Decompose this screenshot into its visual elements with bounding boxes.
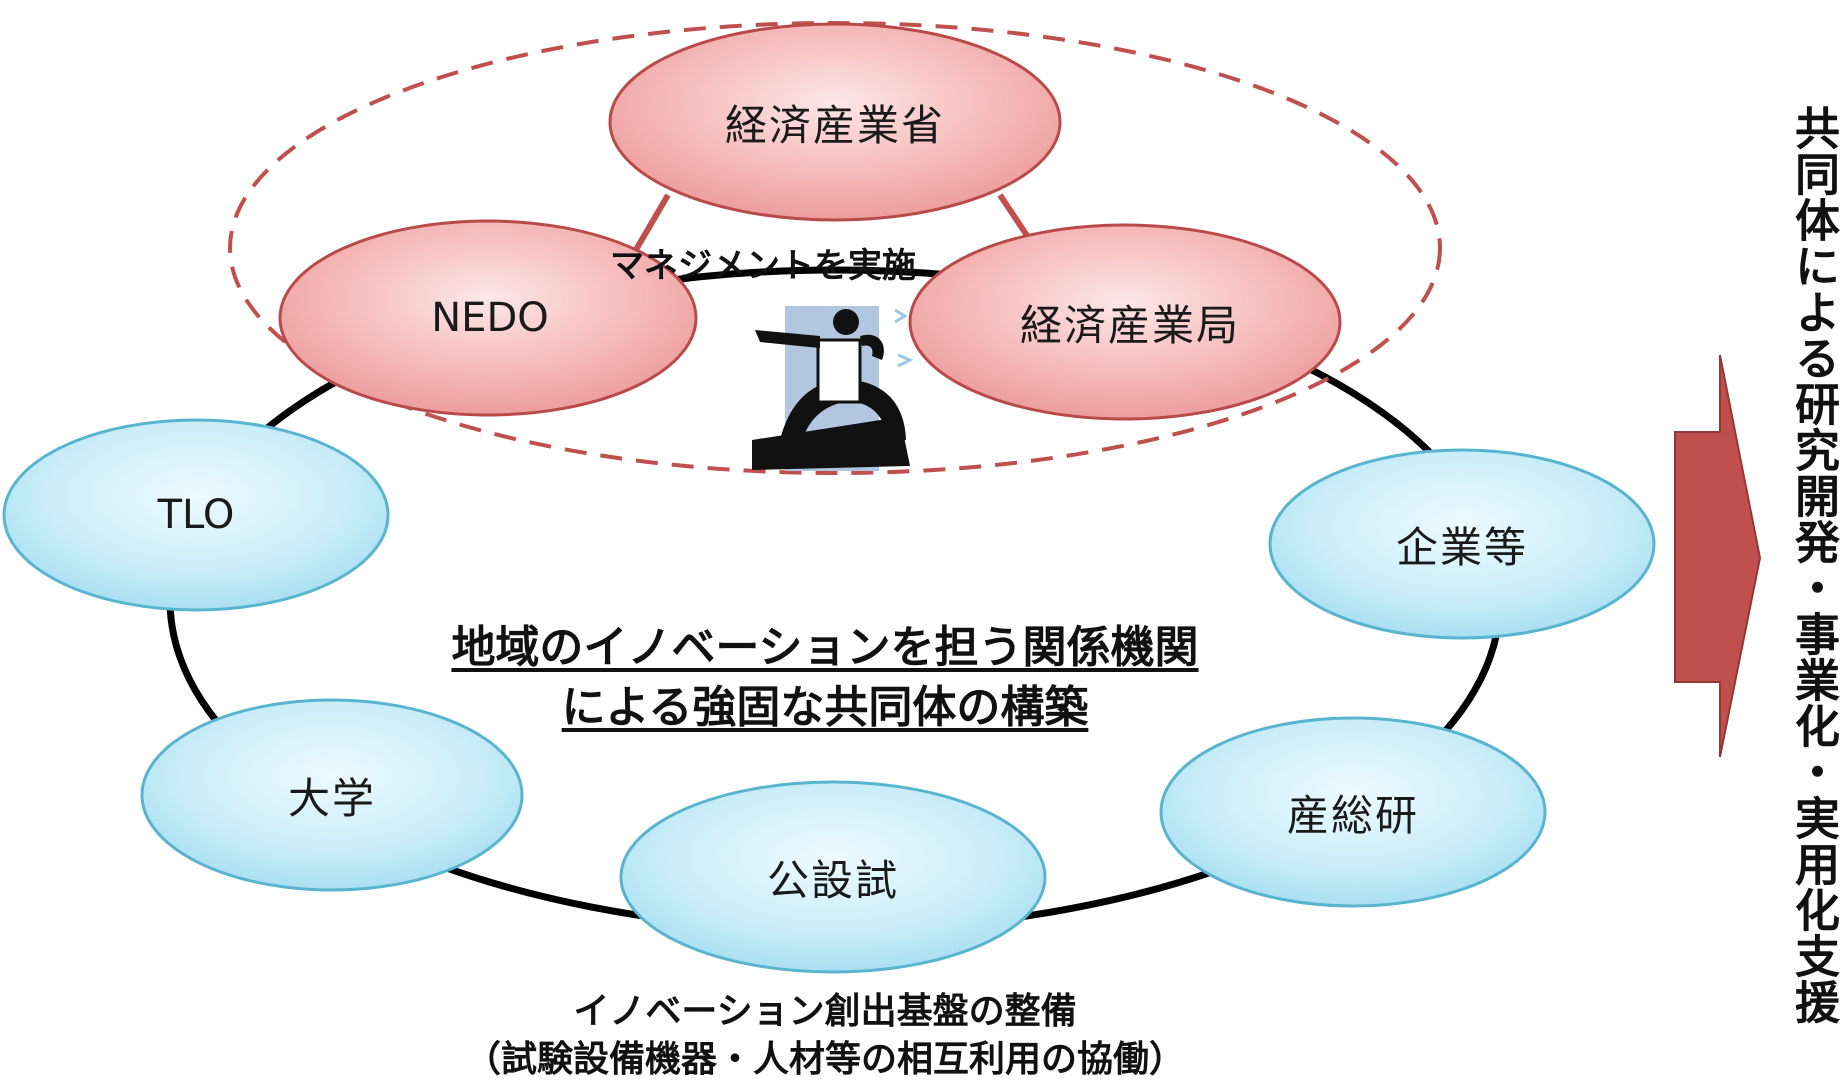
node-meti[interactable] — [608, 22, 1062, 222]
bottom-note-line1: イノベーション創出基盤の整備 — [573, 991, 1077, 1032]
center-title-line2: による強固な共同体の構築 — [561, 682, 1089, 733]
node-public-labs[interactable] — [619, 780, 1047, 974]
node-aist[interactable] — [1159, 716, 1547, 908]
center-title: 地域のイノベーションを担う関係機関 による強固な共同体の構築 — [300, 618, 1350, 738]
node-tlo-label: TLO — [157, 492, 235, 538]
node-meti-label: 経済産業省 — [724, 100, 945, 150]
connector-meti-bureau — [997, 193, 1033, 242]
node-bureau-label: 経済産業局 — [1019, 300, 1240, 350]
bottom-note-line2: （試験設備機器・人材等の相互利用の協働） — [464, 1039, 1185, 1080]
node-aist-label: 産総研 — [1286, 790, 1419, 840]
management-caption: マネジメントを実施 — [610, 246, 916, 286]
bottom-note: イノベーション創出基盤の整備 （試験設備機器・人材等の相互利用の協働） — [300, 988, 1350, 1084]
node-nedo-label: NEDO — [431, 295, 549, 341]
outcome-vertical-text: 共同体による研究開発・事業化・実用化支援 — [1787, 105, 1840, 1025]
node-companies-label: 企業等 — [1395, 522, 1528, 572]
center-title-line1: 地域のイノベーションを担う関係機関 — [451, 622, 1199, 673]
outcome-arrow — [1674, 354, 1762, 758]
presenter-clipart-icon — [752, 306, 914, 471]
node-public-labs-label: 公設試 — [766, 855, 899, 905]
node-university-label: 大学 — [287, 773, 376, 823]
node-companies[interactable] — [1268, 448, 1656, 640]
node-nedo[interactable] — [278, 219, 698, 417]
node-tlo[interactable] — [2, 418, 390, 612]
node-university[interactable] — [140, 698, 524, 892]
node-bureau[interactable] — [908, 223, 1342, 421]
